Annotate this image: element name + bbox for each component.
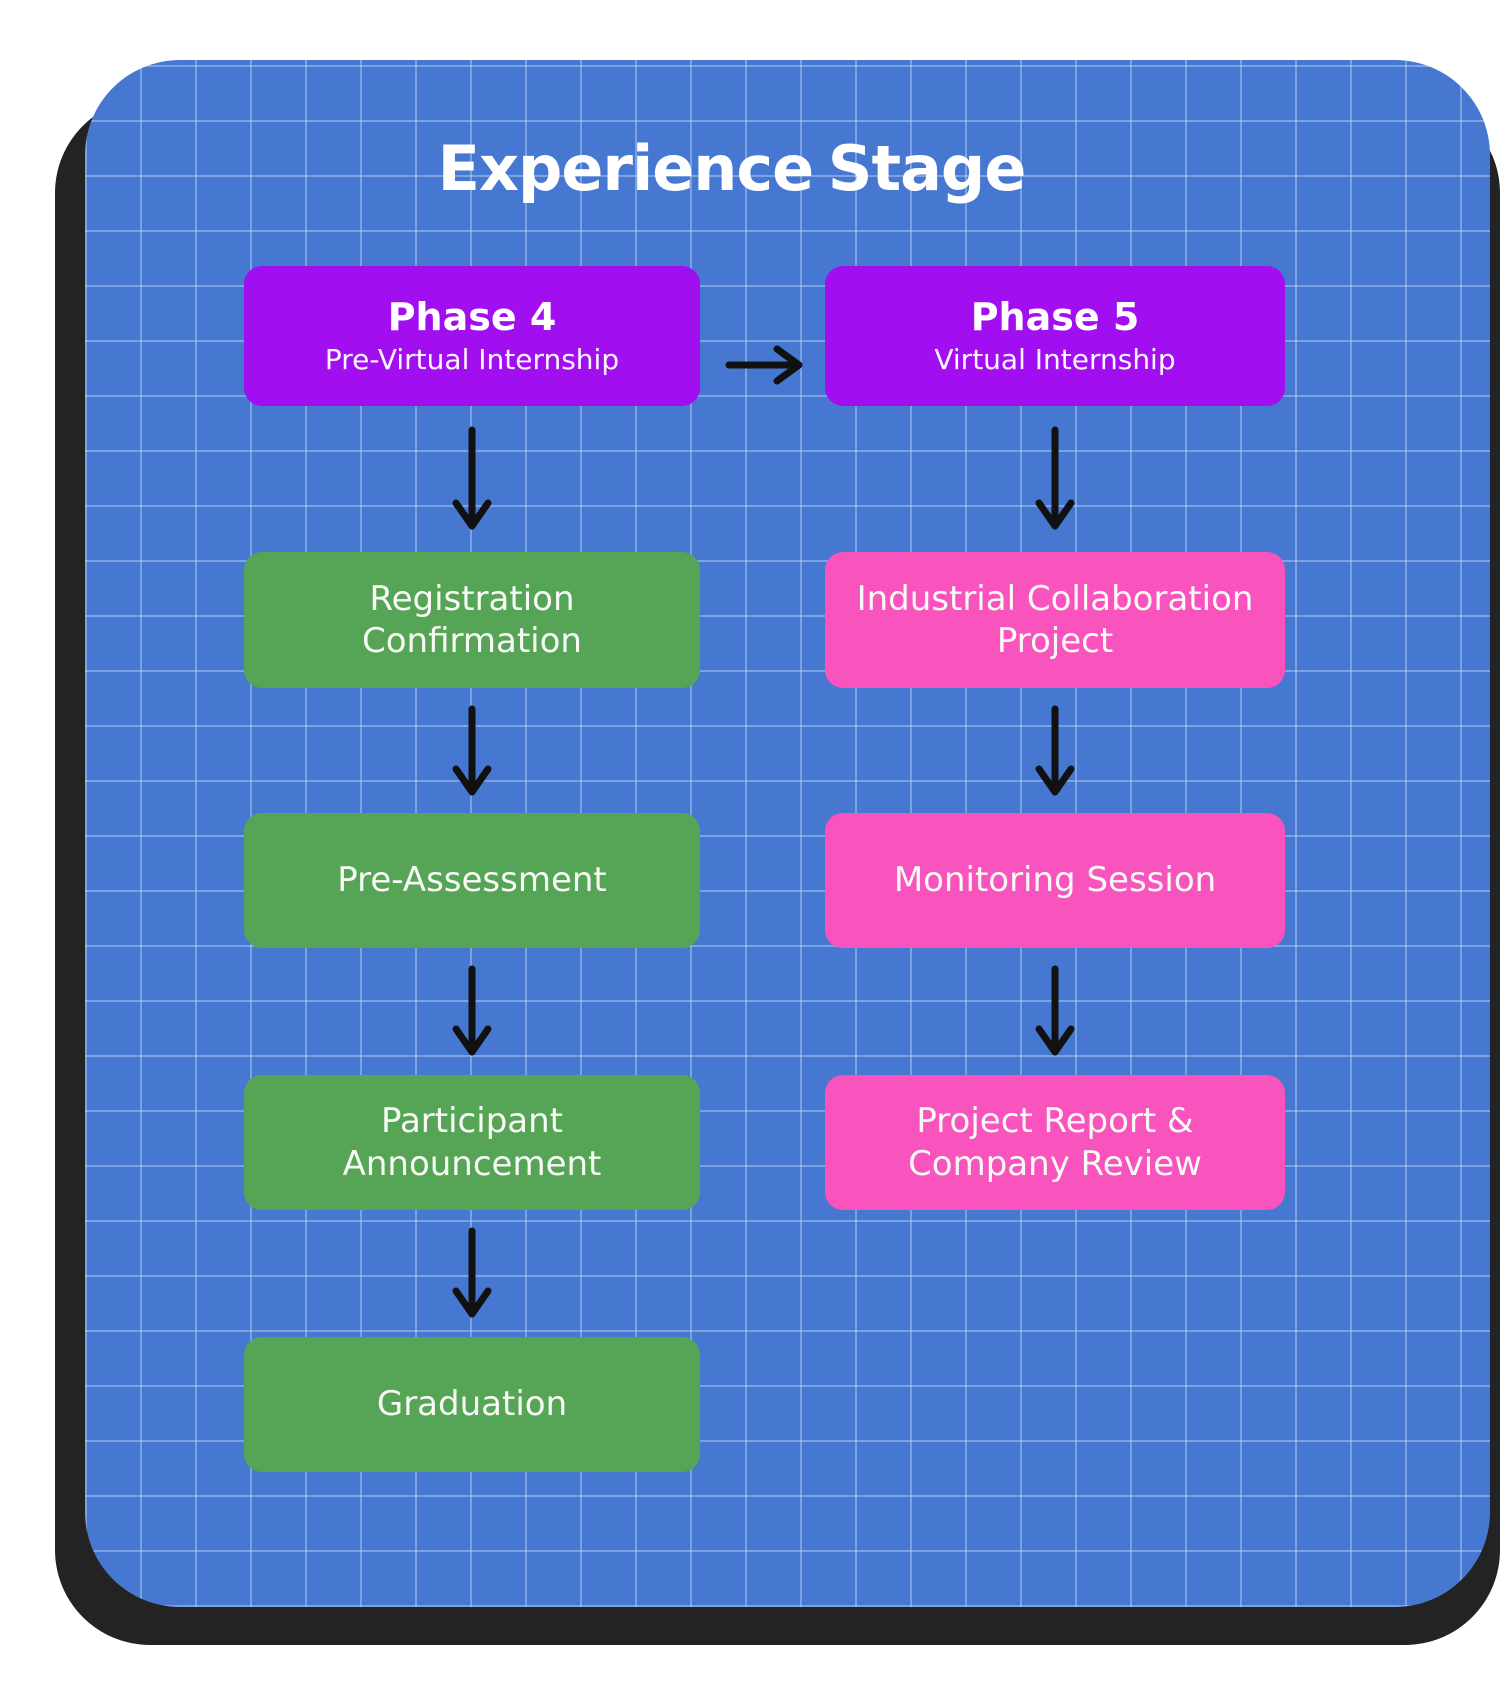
step-box-industrial-collaboration-project: Industrial Collaboration Project: [825, 552, 1285, 688]
step-label: Pre-Assessment: [337, 860, 607, 901]
step-label: Graduation: [376, 1384, 568, 1425]
step-label: Project Report & Company Review: [908, 1101, 1202, 1184]
arrow-down-icon: [1033, 705, 1077, 798]
step-label: Monitoring Session: [893, 860, 1217, 901]
step-box-pre-assessment: Pre-Assessment: [244, 813, 700, 948]
step-label: Industrial Collaboration Project: [856, 578, 1254, 661]
arrow-down-icon: [1033, 965, 1077, 1058]
step-box-project-report-company-review: Project Report & Company Review: [825, 1075, 1285, 1210]
phase-4-title: Phase 4: [387, 295, 557, 340]
step-label: Participant Announcement: [342, 1101, 602, 1184]
arrow-down-icon: [1033, 426, 1077, 532]
phase-4-header-box: Phase 4 Pre-Virtual Internship: [244, 266, 700, 406]
phase-5-header-box: Phase 5 Virtual Internship: [825, 266, 1285, 406]
arrow-down-icon: [450, 965, 494, 1058]
step-box-participant-announcement: Participant Announcement: [244, 1075, 700, 1210]
arrow-down-icon: [450, 426, 494, 532]
phase-5-subtitle: Virtual Internship: [934, 342, 1176, 376]
arrow-right-icon: [725, 343, 805, 387]
step-box-monitoring-session: Monitoring Session: [825, 813, 1285, 948]
flowchart-panel: Experience Stage Phase 4 Pre-Virtual Int…: [85, 60, 1490, 1607]
step-box-registration-confirmation: Registration Confirmation: [244, 552, 700, 688]
arrow-down-icon: [450, 705, 494, 798]
step-box-graduation: Graduation: [244, 1337, 700, 1472]
phase-4-subtitle: Pre-Virtual Internship: [324, 342, 620, 376]
arrow-down-icon: [450, 1227, 494, 1320]
page-title: Experience Stage: [437, 132, 1027, 205]
phase-5-title: Phase 5: [970, 295, 1140, 340]
step-label: Registration Confirmation: [362, 578, 582, 661]
